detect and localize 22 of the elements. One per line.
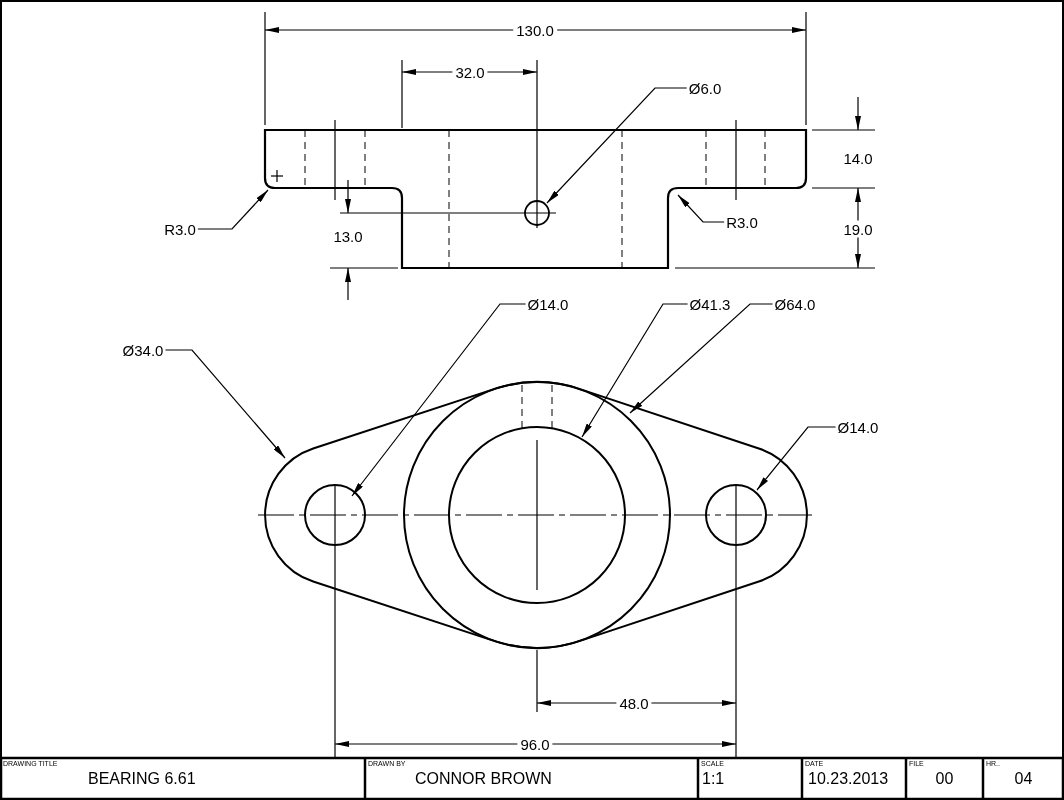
field-value: 10.23.2013 <box>808 771 889 787</box>
field-value: 04 <box>1014 771 1033 787</box>
leader-line <box>164 349 286 459</box>
callout-label: Ø34.0 <box>120 341 166 359</box>
callout-label: Ø14.0 <box>525 295 571 313</box>
leader-line <box>677 194 725 223</box>
field-value: BEARING 6.61 <box>88 771 196 787</box>
callout-label: Ø6.0 <box>686 79 724 97</box>
leader-line <box>546 87 688 204</box>
callout-label: Ø14.0 <box>835 418 881 436</box>
callout-label: Ø41.3 <box>687 295 733 313</box>
leader-line <box>581 303 689 438</box>
leader-line <box>351 303 527 497</box>
leader-line <box>197 189 269 230</box>
field-value: 1:1 <box>702 771 725 787</box>
field-value: CONNOR BROWN <box>415 771 552 787</box>
leader-line <box>756 426 837 491</box>
callout-label: R3.0 <box>162 220 198 238</box>
leader-line <box>629 303 774 414</box>
field-value: 00 <box>935 771 954 787</box>
callout-label: R3.0 <box>724 213 760 231</box>
callout-label: Ø64.0 <box>772 295 818 313</box>
